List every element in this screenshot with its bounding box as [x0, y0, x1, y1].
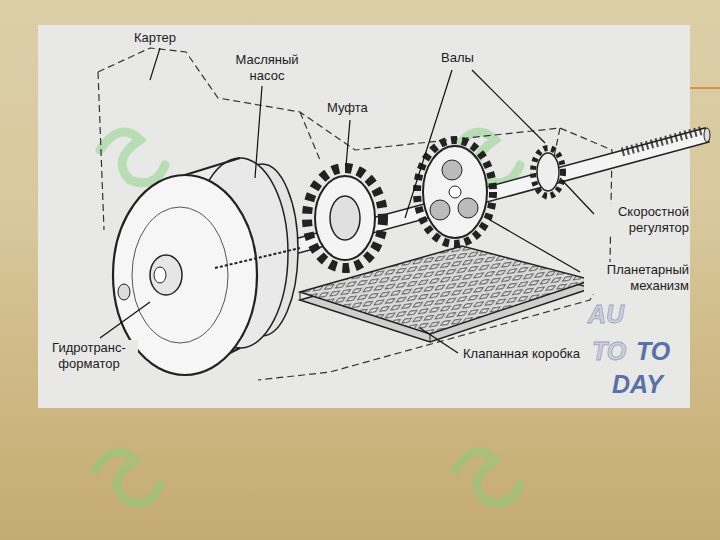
- part-label: Муфта: [326, 100, 388, 116]
- part-label: Клапанная коробка: [462, 346, 592, 362]
- leader-line: [100, 48, 594, 353]
- watermark: AU: [588, 300, 638, 328]
- part-label: Планетарный механизм: [584, 262, 690, 294]
- part-label: Масляный насос: [224, 52, 310, 84]
- torque-converter: [113, 158, 300, 375]
- governor-gear: [533, 148, 563, 196]
- watermark: TO: [592, 337, 632, 365]
- watermark: TO: [636, 337, 686, 365]
- housing-outline: [98, 48, 612, 380]
- part-label: Скоростной регулятор: [596, 204, 690, 236]
- clutch-gear: [307, 168, 383, 268]
- part-label: Валы: [440, 50, 492, 66]
- watermark: DAY: [612, 370, 684, 398]
- part-label: Картер: [133, 30, 205, 46]
- part-label: Гидротранс- форматор: [40, 340, 138, 372]
- planetary-gear: [417, 140, 493, 244]
- accent-line: [690, 87, 720, 89]
- picture-ground: [38, 25, 690, 408]
